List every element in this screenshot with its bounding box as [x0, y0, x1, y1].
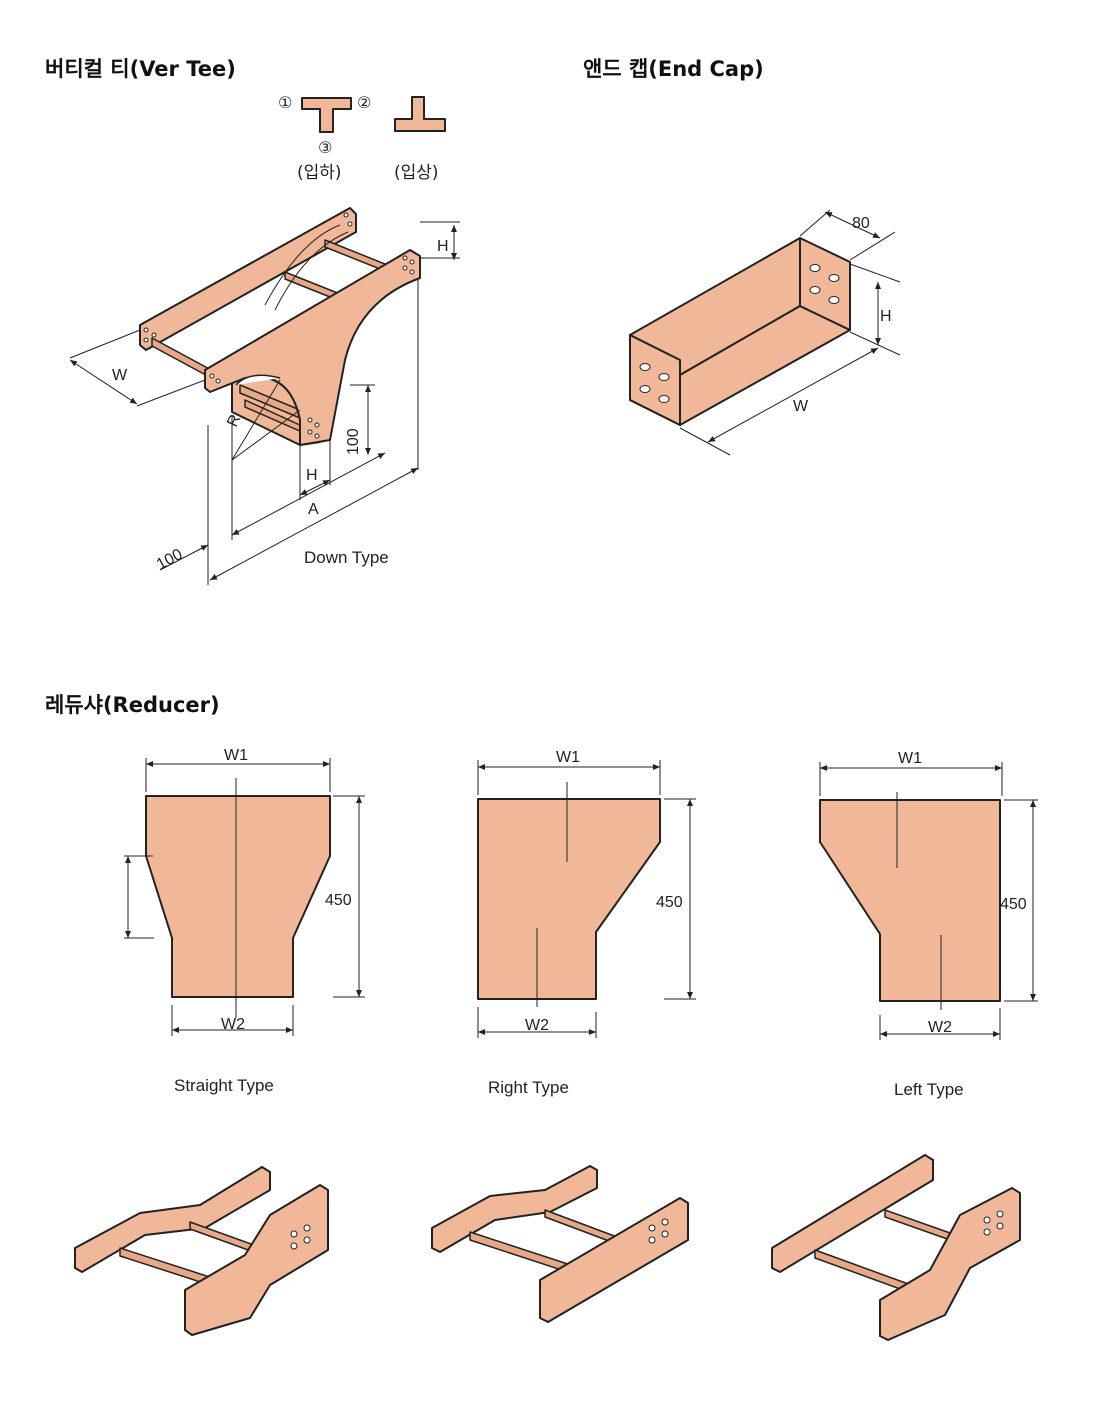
reducer-left-plan: W1 W2 450 — [819, 750, 1038, 1040]
down-type-label: Down Type — [304, 548, 389, 567]
dim-w1: W1 — [224, 747, 248, 764]
dim-450: 450 — [325, 892, 352, 909]
dim-w1: W1 — [556, 749, 580, 766]
dim-450: 450 — [656, 894, 683, 911]
tee-up-icon — [394, 96, 446, 132]
ver-tee-section: 버티컬 티(Ver Tee) ① ② ③ (입하) (입상) — [45, 57, 460, 585]
up-entry-label: (입상) — [394, 163, 439, 183]
bolt-holes — [639, 264, 840, 403]
dim-w: W — [112, 367, 128, 384]
dim-w1: W1 — [898, 750, 922, 767]
reducer-straight-plan: W1 W2 450 — [124, 747, 365, 1036]
end-cap-section: 앤드 캡(End Cap) 80 H W — [583, 57, 901, 456]
dim-a: A — [308, 501, 319, 518]
dim-450: 450 — [1000, 896, 1027, 913]
port-2-label: ② — [357, 95, 371, 112]
reducer-right-isometric — [431, 1165, 689, 1323]
tee-down-icon — [301, 97, 352, 133]
dim-h-top: H — [437, 238, 449, 255]
left-type-label: Left Type — [894, 1080, 964, 1099]
bolt-holes — [143, 212, 415, 439]
ver-tee-isometric: W H 100 R H A 100 — [69, 207, 460, 585]
dim-w2: W2 — [525, 1017, 549, 1034]
reducer-title: 레듀샤(Reducer) — [45, 693, 220, 717]
dim-100-bottom: 100 — [154, 546, 186, 574]
reducer-section: 레듀샤(Reducer) W1 W2 450 Straight Type W1 — [45, 693, 1038, 1341]
dim-w2: W2 — [221, 1016, 245, 1033]
dim-h: H — [880, 308, 892, 325]
port-1-label: ① — [278, 95, 292, 112]
port-3-label: ③ — [318, 140, 332, 157]
reducer-straight-isometric — [74, 1166, 329, 1336]
reducer-left-isometric — [771, 1154, 1021, 1341]
dim-100-vertical: 100 — [345, 428, 362, 455]
end-cap-title: 앤드 캡(End Cap) — [583, 57, 764, 81]
end-cap-isometric: 80 H W — [629, 209, 901, 456]
reducer-right-plan: W1 W2 450 — [477, 749, 696, 1038]
dim-w: W — [793, 398, 809, 415]
dim-w2: W2 — [928, 1019, 952, 1036]
dim-80: 80 — [852, 215, 870, 232]
down-entry-label: (입하) — [297, 163, 342, 183]
right-type-label: Right Type — [488, 1078, 569, 1097]
ver-tee-title: 버티컬 티(Ver Tee) — [45, 57, 236, 81]
straight-type-label: Straight Type — [174, 1076, 274, 1095]
dim-h-drop: H — [306, 467, 318, 484]
